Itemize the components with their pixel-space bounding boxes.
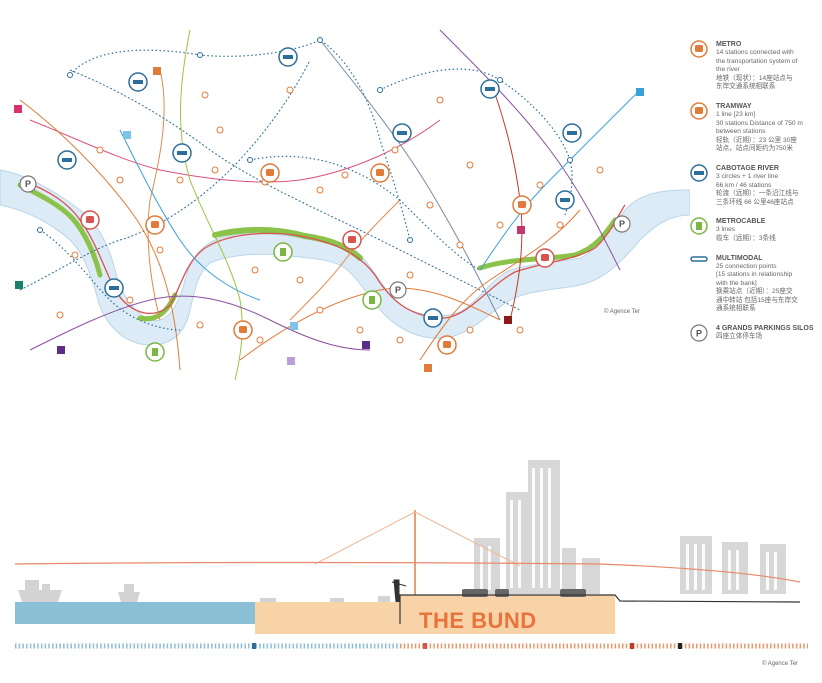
- ground-line: [399, 594, 801, 624]
- legend-metro-title: METRO: [716, 41, 742, 48]
- parking-letter: P: [619, 219, 625, 229]
- legend-parking-title: 4 GRANDS PARKINGS SILOS: [716, 325, 814, 333]
- building-windows: [480, 468, 777, 590]
- legend-metrocable-title: METROCABLE: [716, 218, 766, 226]
- cabotage-stations: [37, 37, 573, 243]
- legend-cabotage-cn: 三条环线 66 公里46座站点: [716, 198, 794, 206]
- legend-tramway-text: 30 stations Distance of 750 m: [716, 119, 803, 127]
- line-badges: [14, 67, 644, 372]
- tram-icons: [80, 210, 555, 268]
- legend-metrocable-text: 3 lines: [716, 226, 736, 234]
- cable-car-icon: [690, 217, 708, 236]
- riverbank-green-west: [17, 182, 103, 278]
- riverbank-green-east: [477, 217, 618, 271]
- metrocable-icons: [145, 242, 382, 362]
- legend-metro-text: the transportation system of: [716, 57, 798, 65]
- cabotage-loops: [39, 39, 573, 331]
- bund-label: THE BUND: [419, 608, 537, 633]
- legend-tramway-text: 1 line [23 km]: [716, 110, 756, 118]
- legend-tramway-cn: 轻轨（近期）：23 公里 30座: [716, 136, 797, 144]
- legend-tramway-title: TRAMWAY: [716, 102, 752, 110]
- legend-metro: METRO 14 stations connected with the tra…: [690, 40, 818, 92]
- legend-metrocable-cn: 缆车（远期）：3条线: [716, 234, 776, 242]
- parking-icon: P: [690, 324, 708, 342]
- legend-metro-cn: 地铁（现状）：14座站点与: [716, 74, 793, 82]
- legend-cabotage-cn: 轮渡（远期）：一条沿江线与: [716, 190, 799, 198]
- metro-stations: [56, 86, 604, 344]
- legend-multimodal-text: with the bank]: [716, 279, 757, 287]
- legend-multimodal-cn: 换乘站点（近期）：25座交: [716, 288, 793, 296]
- ferry-icon: [690, 164, 708, 182]
- parking-icons: P P P: [19, 175, 631, 299]
- legend-multimodal-cn: 通中转站 包括15座与东岸交: [716, 296, 798, 304]
- legend-metro-cn: 东岸交通系统相联系: [716, 83, 776, 91]
- legend-tramway-cn: 站点，站点间距约为750米: [716, 145, 793, 153]
- tram-icon: [690, 102, 708, 120]
- legend-metro-text: the river: [716, 66, 740, 74]
- legend-cabotage-text: 3 circles + 1 river line: [716, 172, 779, 180]
- section-timeline: [15, 643, 808, 649]
- legend-multimodal-text: 25 connection points: [716, 262, 777, 270]
- legend-tramway: TRAMWAY 1 line [23 km] 30 stations Dista…: [690, 102, 818, 154]
- tram-line: [19, 179, 626, 319]
- metro-icons: [145, 163, 532, 355]
- legend-metro-text: 14 stations connected with: [716, 49, 794, 56]
- legend-multimodal-cn: 通系统相联系: [716, 305, 756, 313]
- cabotage-icons: [57, 47, 582, 328]
- parking-letter: P: [25, 179, 31, 189]
- bridge-deck: [14, 561, 801, 583]
- legend-cabotage: CABOTAGE RIVER 3 circles + 1 river line …: [690, 164, 818, 207]
- legend-multimodal: MULTIMODAL 25 connection points [15 stat…: [690, 254, 818, 315]
- legend-parking-cn: 四座立体停车场: [716, 333, 763, 341]
- map-credit: © Agence Ter: [604, 309, 640, 315]
- legend-metrocable: METROCABLE 3 lines 缆车（远期）：3条线: [690, 217, 818, 243]
- section-credit: © Agence Ter: [762, 661, 798, 667]
- map-legend: METRO 14 stations connected with the tra…: [690, 40, 818, 352]
- multimodal-icon: [690, 255, 708, 262]
- legend-tramway-text: between stations: [716, 128, 766, 136]
- legend-parking: P 4 GRANDS PARKINGS SILOS 四座立体停车场: [690, 324, 818, 342]
- huangpu-river: [0, 169, 690, 346]
- legend-cabotage-text: 66 km / 46 stations: [716, 181, 772, 189]
- legend-cabotage-title: CABOTAGE RIVER: [716, 164, 779, 172]
- ships: [18, 580, 390, 602]
- bridge-cables: [314, 511, 521, 567]
- legend-multimodal-text: [15 stations in relationship: [716, 271, 793, 279]
- parking-letter: P: [395, 285, 401, 295]
- transport-network-map: P P P: [0, 29, 690, 381]
- riverbank-green-center: [212, 226, 363, 261]
- parking-letter: P: [696, 329, 702, 339]
- legend-multimodal-title: MULTIMODAL: [716, 254, 763, 262]
- bund-terrace: [255, 602, 615, 634]
- river-section-elevation: THE BUND: [14, 460, 808, 649]
- metro-icon: [690, 40, 708, 58]
